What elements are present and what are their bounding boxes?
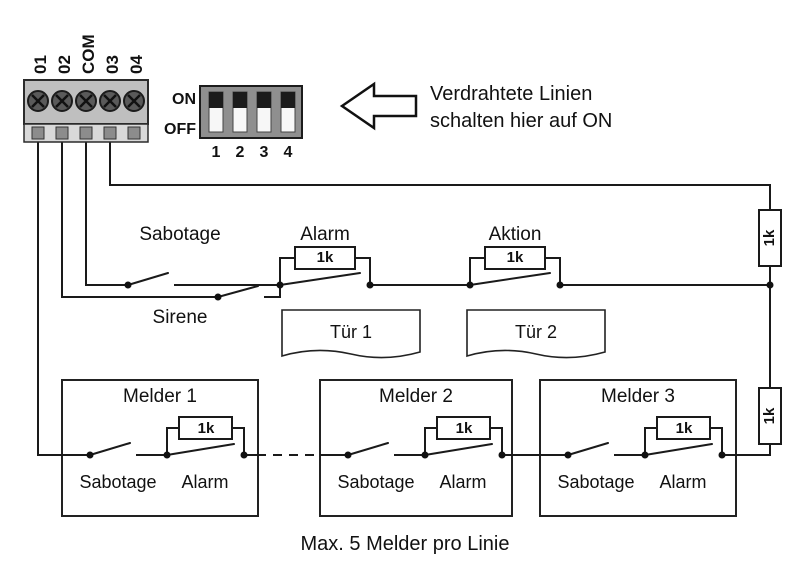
junction-dot <box>366 281 374 289</box>
dip-handle-3 <box>257 92 271 108</box>
detector-labels: Melder 1 Melder 2 Melder 3 Sabotage Alar… <box>79 386 706 492</box>
clamp-slot <box>103 126 117 140</box>
terminal-label-com: COM <box>79 34 98 74</box>
melder-3-resistor <box>656 416 711 440</box>
screw-icon <box>27 90 49 112</box>
junction-dot <box>766 281 774 289</box>
junction-dot <box>240 451 248 459</box>
door-2-box <box>466 309 606 359</box>
melder-2-resistor-value: 1k <box>456 420 473 437</box>
melder-2-sabotage-label: Sabotage <box>337 472 414 492</box>
aktion-label: Aktion <box>489 224 542 245</box>
junction-dot <box>498 451 506 459</box>
melder-3-resistor-value: 1k <box>676 420 693 437</box>
dip-off-label: OFF <box>164 121 196 138</box>
door-1-label: Tür 1 <box>330 322 372 342</box>
junction-dot <box>641 451 649 459</box>
dip-handle-4 <box>281 92 295 108</box>
terminal-screws <box>27 90 145 112</box>
melder-1-alarm-label: Alarm <box>181 472 228 492</box>
terminal-label-04: 04 <box>127 55 146 74</box>
junction-dot <box>564 451 572 459</box>
clamp-slot <box>31 126 45 140</box>
junction-dot <box>344 451 352 459</box>
terminal-clamp-slots <box>31 126 141 140</box>
junction-dot <box>86 451 94 459</box>
dip-number-1: 1 <box>212 144 221 161</box>
alarm-eol-resistor <box>294 246 356 270</box>
junction-dot <box>124 281 132 289</box>
junction-dot <box>466 281 474 289</box>
right-top-eol-resistor <box>758 209 782 267</box>
junction-dot <box>214 293 222 301</box>
alarm-label: Alarm <box>300 224 350 245</box>
melder-1-box <box>61 379 259 517</box>
terminal-block: 01 02 COM 03 04 <box>23 34 149 143</box>
melder-3-title: Melder 3 <box>601 386 675 407</box>
melder-boxes <box>61 379 737 517</box>
clamp-slot <box>127 126 141 140</box>
door-1-box <box>281 309 421 359</box>
sirene-label: Sirene <box>153 307 208 328</box>
dip-switch: ON OFF 1 2 3 4 <box>164 85 303 161</box>
door-labels: Tür 1 Tür 2 <box>330 322 557 342</box>
junction-dots <box>86 281 774 459</box>
melder-3-alarm-label: Alarm <box>659 472 706 492</box>
melder-2-alarm-label: Alarm <box>439 472 486 492</box>
melder-1-sabotage-label: Sabotage <box>79 472 156 492</box>
right-bottom-eol-resistor <box>758 387 782 445</box>
right-bottom-resistor-value: 1k <box>761 407 778 424</box>
junction-dot <box>276 281 284 289</box>
melder-2-resistor <box>436 416 491 440</box>
aktion-eol-resistor <box>484 246 546 270</box>
dip-number-3: 3 <box>260 144 269 161</box>
melder-1-resistor-value: 1k <box>198 420 215 437</box>
alarm-resistor-value: 1k <box>317 249 334 266</box>
clamp-slot <box>79 126 93 140</box>
aktion-resistor-value: 1k <box>507 249 524 266</box>
screw-icon <box>99 90 121 112</box>
melder-1-title: Melder 1 <box>123 386 197 407</box>
junction-dot <box>556 281 564 289</box>
annotation: Verdrahtete Linien schalten hier auf ON <box>339 81 612 132</box>
melder-3-box <box>539 379 737 517</box>
junction-dot <box>421 451 429 459</box>
melder-2-box <box>319 379 513 517</box>
terminal-label-02: 02 <box>55 55 74 74</box>
switch-blades <box>89 272 713 456</box>
screw-icon <box>75 90 97 112</box>
junction-dot <box>718 451 726 459</box>
dip-handle-1 <box>209 92 223 108</box>
annotation-line2: schalten hier auf ON <box>430 110 612 132</box>
melder-1-resistor <box>178 416 233 440</box>
melder-3-sabotage-label: Sabotage <box>557 472 634 492</box>
dip-number-2: 2 <box>236 144 245 161</box>
melder-2-title: Melder 2 <box>379 386 453 407</box>
resistors: 1k 1k 1k 1k 1k 1k 1k <box>178 209 782 445</box>
sabotage-label: Sabotage <box>139 224 220 245</box>
screw-icon <box>51 90 73 112</box>
door-boxes <box>281 309 606 359</box>
wire-solid <box>37 138 771 456</box>
dip-on-label: ON <box>172 91 196 108</box>
zone-labels: Sabotage Alarm Aktion Sirene <box>139 224 541 328</box>
footer-note: Max. 5 Melder pro Linie <box>301 533 510 555</box>
annotation-line1: Verdrahtete Linien <box>430 83 592 105</box>
dip-number-4: 4 <box>284 144 293 161</box>
screw-icon <box>123 90 145 112</box>
door-2-label: Tür 2 <box>515 322 557 342</box>
dip-handle-2 <box>233 92 247 108</box>
right-top-resistor-value: 1k <box>761 229 778 246</box>
clamp-slot <box>55 126 69 140</box>
arrow-left-icon <box>339 81 418 131</box>
junction-dot <box>163 451 171 459</box>
terminal-label-03: 03 <box>103 55 122 74</box>
terminal-label-01: 01 <box>31 55 50 74</box>
